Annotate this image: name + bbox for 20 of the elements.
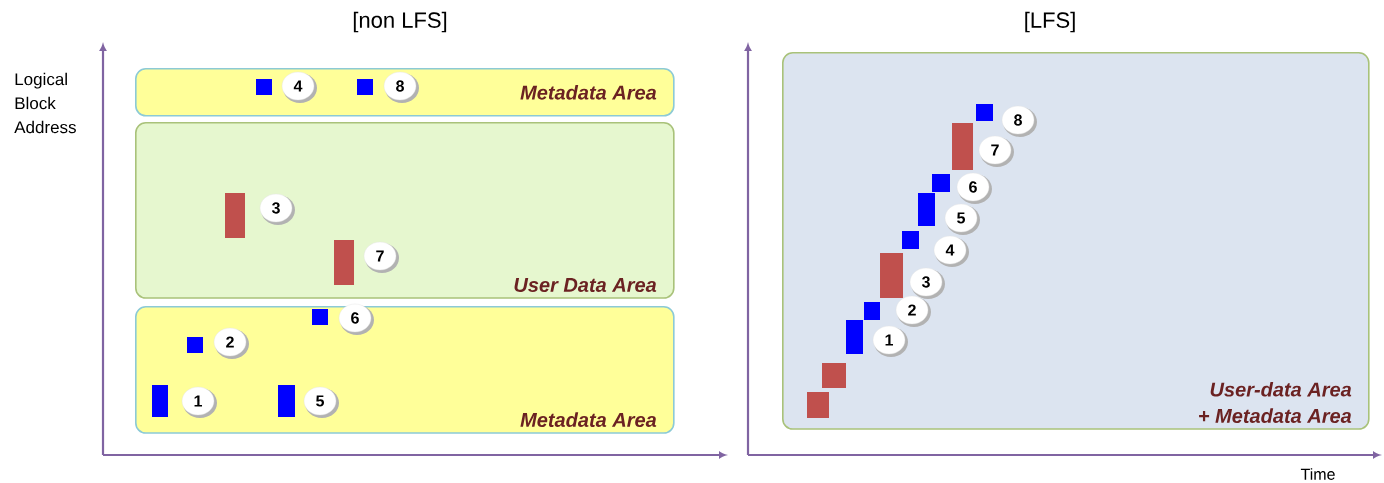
number-bubble: 1 (872, 325, 908, 357)
chart-title: [non LFS] (353, 11, 447, 33)
number-bubble: 3 (909, 267, 945, 299)
number-bubble: 8 (383, 71, 419, 103)
number-bubble: 1 (181, 386, 217, 418)
chart-title: [LFS] (1025, 11, 1075, 33)
number-bubble: 2 (895, 295, 931, 327)
number-bubble: 6 (338, 303, 374, 335)
number-bubble: 5 (303, 386, 339, 418)
number-bubble: 3 (259, 193, 295, 225)
number-bubble: 5 (944, 203, 980, 235)
number-bubble: 2 (213, 327, 249, 359)
number-bubble: 8 (1001, 105, 1037, 137)
number-bubble: 7 (978, 135, 1014, 167)
number-bubble: 4 (933, 235, 969, 267)
axis-label: Logical Block Address (14, 72, 76, 134)
axis-label: Time (1300, 468, 1335, 480)
number-bubble: 6 (956, 172, 992, 204)
number-bubble: 7 (363, 241, 399, 273)
number-bubble: 4 (281, 71, 317, 103)
